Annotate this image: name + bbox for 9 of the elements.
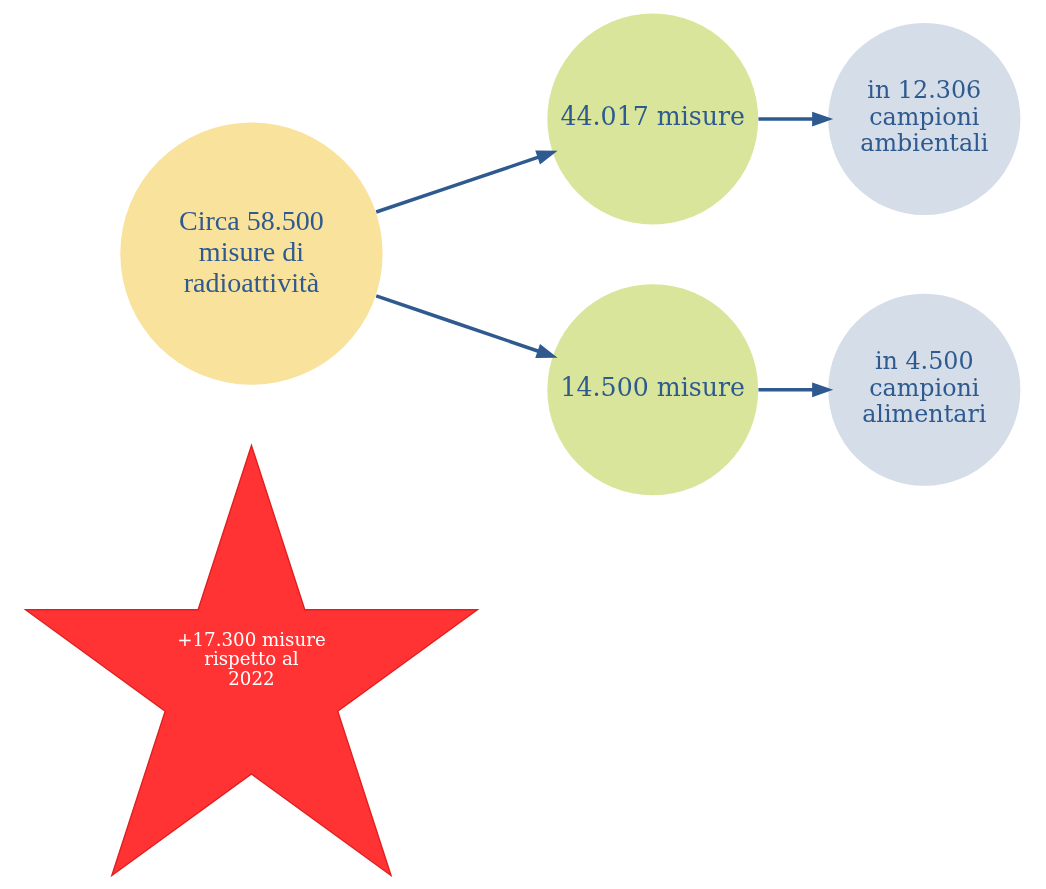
node-circle: 14.500 misure (547, 284, 759, 496)
arrow (375, 294, 558, 358)
node-circle: 44.017 misure (547, 13, 759, 225)
node-circle: in 12.306 campioni ambientali (828, 22, 1021, 216)
arrow (758, 111, 834, 127)
arrow (375, 150, 558, 214)
node-circle: in 4.500 campioni alimentari (828, 293, 1021, 486)
arrow (758, 382, 834, 398)
node-circle: Circa 58.500 misure di radioattività (120, 122, 383, 385)
